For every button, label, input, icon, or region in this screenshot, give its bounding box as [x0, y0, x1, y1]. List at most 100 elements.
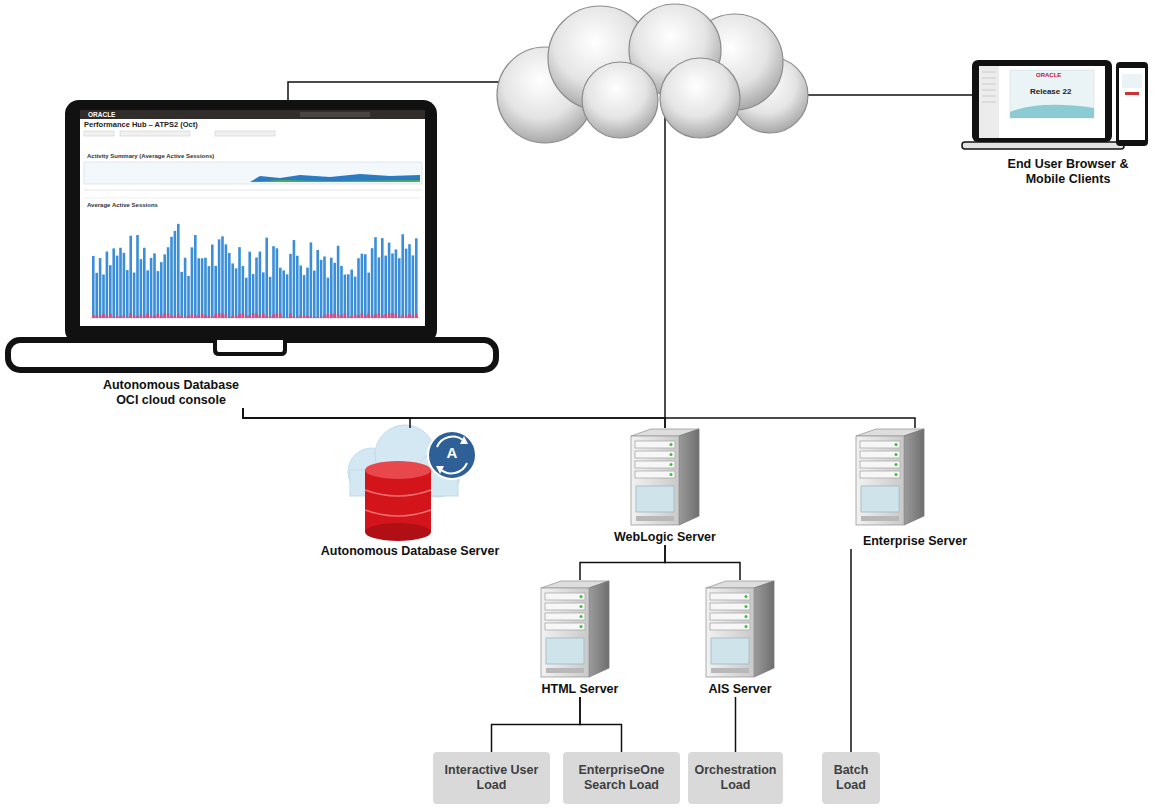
- chart-bar: [238, 247, 241, 318]
- chart-bar: [194, 316, 197, 318]
- screen-text: Performance Hub – ATPS2 (Oct): [84, 121, 198, 129]
- chart-bar: [269, 316, 272, 318]
- chart-bar: [235, 268, 238, 318]
- connector-line: [735, 697, 737, 752]
- chart-bar: [95, 273, 98, 318]
- chart-bar: [208, 266, 211, 318]
- chart-bar: [361, 254, 364, 318]
- connector-line: [665, 545, 740, 580]
- chart-bar: [201, 314, 204, 318]
- chart-bar: [262, 272, 265, 318]
- chart-bar: [333, 263, 336, 318]
- chart-bar: [211, 316, 214, 318]
- chart-bar: [357, 258, 360, 318]
- chart-bar: [116, 316, 119, 318]
- chart-bar: [344, 313, 347, 318]
- chart-bar: [187, 276, 190, 318]
- node-label: Enterprise Server: [840, 534, 990, 549]
- chart-bar: [337, 314, 340, 318]
- node-label: Autonomous Database Server: [315, 544, 505, 559]
- chart-bar: [367, 313, 370, 318]
- chart-bar: [109, 265, 112, 318]
- node-label: AIS Server: [690, 682, 790, 697]
- chart-bar: [316, 317, 319, 318]
- chart-bar: [320, 317, 323, 318]
- chart-bar: [180, 316, 183, 318]
- chart-bar: [225, 244, 228, 318]
- chart-bar: [299, 315, 302, 318]
- chart-bar: [194, 235, 197, 318]
- chart-bar: [242, 266, 245, 318]
- chart-bar: [143, 248, 146, 318]
- chart-bar: [184, 317, 187, 318]
- chart-bar: [170, 237, 173, 318]
- chart-bar: [313, 317, 316, 318]
- chart-bar: [306, 268, 309, 318]
- server-icon: [856, 429, 924, 525]
- chart-bar: [255, 257, 258, 318]
- chart-bar: [191, 247, 194, 318]
- node-label: End User Browser & Mobile Clients: [998, 157, 1138, 187]
- laptop: [8, 100, 496, 370]
- chart-bar: [282, 317, 285, 318]
- chart-bar: [276, 314, 279, 318]
- chart-bar: [333, 313, 336, 318]
- connector-line: [580, 545, 665, 580]
- chart-bar: [133, 273, 136, 318]
- chart-bar: [170, 316, 173, 318]
- chart-bar: [282, 270, 285, 318]
- chart-bar: [286, 317, 289, 318]
- server: HTML Server: [525, 580, 635, 697]
- chart-bar: [371, 315, 374, 318]
- chart-bar: [163, 313, 166, 318]
- chart-bar: [350, 316, 353, 318]
- chart-bar: [245, 316, 248, 318]
- chart-bar: [214, 314, 217, 318]
- node-label: HTML Server: [525, 682, 635, 697]
- server-icon: [631, 429, 699, 525]
- chart-bar: [218, 239, 221, 318]
- chart-bar: [221, 236, 224, 318]
- chart-bar: [225, 314, 228, 318]
- chart-bar: [116, 256, 119, 318]
- chart-bar: [248, 252, 251, 318]
- screen-text: ORACLE: [1036, 72, 1061, 79]
- chart-bar: [191, 314, 194, 318]
- chart-bar: [153, 253, 156, 318]
- load-box: Interactive User Load: [433, 752, 550, 804]
- client-devices: [962, 60, 1148, 149]
- chart-bar: [405, 315, 408, 318]
- chart-bar: [259, 315, 262, 318]
- chart-bar: [391, 313, 394, 318]
- chart-bar: [357, 315, 360, 318]
- chart-bar: [109, 314, 112, 318]
- label-holder: A: [440, 445, 464, 462]
- chart-bar: [293, 316, 296, 318]
- chart-bar: [395, 249, 398, 318]
- chart-bar: [197, 315, 200, 318]
- chart-bar: [371, 248, 374, 318]
- chart-bar: [398, 258, 401, 318]
- chart-bar: [354, 277, 357, 318]
- chart-bar: [296, 256, 299, 318]
- chart-bar: [238, 314, 241, 318]
- chart-bar: [415, 238, 418, 318]
- chart-bar: [265, 238, 268, 318]
- chart-bar: [381, 315, 384, 318]
- load-box: Orchestration Load: [688, 752, 783, 804]
- chart-bar: [174, 231, 177, 318]
- chart-bar: [146, 270, 149, 318]
- client-devices: End User Browser & Mobile Clients: [998, 55, 1138, 187]
- label-holder: Release 22: [1030, 88, 1071, 97]
- connector-line: [580, 697, 622, 752]
- chart-bar: [391, 253, 394, 318]
- chart-bar: [231, 263, 234, 318]
- chart-bar: [323, 315, 326, 318]
- chart-bar: [197, 258, 200, 318]
- chart-bar: [252, 313, 255, 318]
- screen-text: Activity Summary (Average Active Session…: [87, 153, 214, 160]
- chart-bar: [214, 266, 217, 318]
- chart-bar: [279, 268, 282, 318]
- chart-bar: [269, 277, 272, 318]
